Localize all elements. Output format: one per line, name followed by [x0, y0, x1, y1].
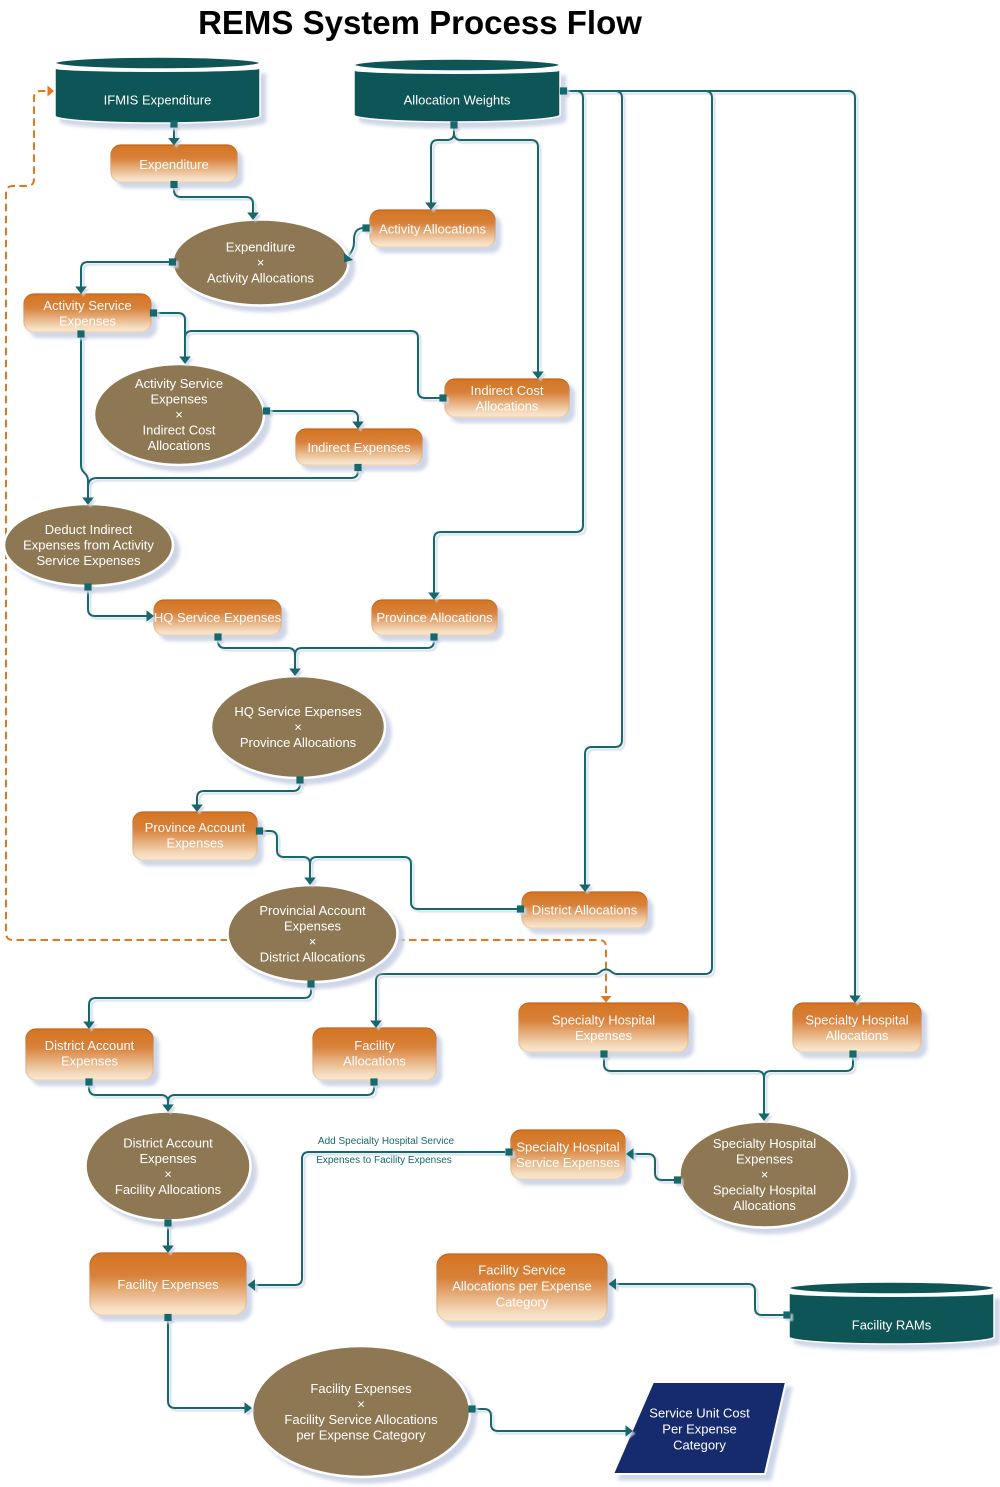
- svg-text:×: ×: [294, 720, 302, 735]
- svg-text:Facility Service Allocations: Facility Service Allocations: [284, 1412, 438, 1427]
- svg-text:REMS System Process Flow: REMS System Process Flow: [198, 4, 642, 41]
- svg-text:Allocations per Expense: Allocations per Expense: [452, 1279, 591, 1294]
- svg-text:Expenses from Activity: Expenses from Activity: [23, 538, 154, 553]
- svg-text:Allocations: Allocations: [476, 398, 539, 413]
- svg-text:Expenses: Expenses: [166, 835, 224, 850]
- svg-text:Service Unit Cost: Service Unit Cost: [649, 1406, 750, 1421]
- svg-text:Facility Expenses: Facility Expenses: [310, 1381, 412, 1396]
- svg-text:Indirect Cost: Indirect Cost: [143, 423, 216, 438]
- svg-text:×: ×: [164, 1166, 172, 1181]
- svg-text:Expenses: Expenses: [150, 392, 208, 407]
- svg-text:Expenditure: Expenditure: [226, 240, 295, 255]
- svg-text:×: ×: [175, 407, 183, 422]
- svg-text:Expenditure: Expenditure: [139, 157, 208, 172]
- svg-text:Allocations: Allocations: [343, 1053, 406, 1068]
- svg-text:Per Expense: Per Expense: [662, 1422, 736, 1437]
- svg-text:Expenses: Expenses: [736, 1152, 794, 1167]
- svg-text:×: ×: [257, 255, 265, 270]
- svg-text:Allocation Weights: Allocation Weights: [404, 93, 511, 108]
- svg-text:Specialty Hospital: Specialty Hospital: [713, 1136, 816, 1151]
- svg-text:Activity Service: Activity Service: [43, 298, 131, 313]
- svg-text:Category: Category: [673, 1438, 726, 1453]
- svg-text:Specialty Hospital: Specialty Hospital: [516, 1139, 619, 1154]
- svg-text:Province Allocations: Province Allocations: [376, 610, 493, 625]
- svg-text:Expenses: Expenses: [575, 1028, 633, 1043]
- svg-text:Facility Service: Facility Service: [478, 1263, 565, 1278]
- svg-text:Provincial Account: Provincial Account: [259, 903, 366, 918]
- svg-text:HQ Service Expenses: HQ Service Expenses: [154, 610, 282, 625]
- svg-text:×: ×: [309, 934, 317, 949]
- svg-text:IFMIS Expenditure: IFMIS Expenditure: [104, 93, 212, 108]
- svg-text:per Expense Category: per Expense Category: [296, 1427, 426, 1442]
- svg-text:Activity Allocations: Activity Allocations: [379, 222, 486, 237]
- svg-text:Allocations: Allocations: [148, 438, 211, 453]
- svg-text:Expenses to Facility Expenses: Expenses to Facility Expenses: [316, 1155, 452, 1166]
- svg-text:Activity Allocations: Activity Allocations: [207, 271, 314, 286]
- svg-text:Service Expenses: Service Expenses: [516, 1155, 621, 1170]
- svg-text:Expenses: Expenses: [139, 1151, 197, 1166]
- svg-text:Category: Category: [496, 1295, 549, 1310]
- svg-text:Activity Service: Activity Service: [135, 376, 223, 391]
- svg-text:Facility Allocations: Facility Allocations: [115, 1182, 222, 1197]
- svg-text:HQ Service Expenses: HQ Service Expenses: [234, 704, 362, 719]
- svg-text:Specialty Hospital: Specialty Hospital: [805, 1012, 908, 1027]
- svg-text:District Account: District Account: [45, 1038, 135, 1053]
- svg-text:Add Specialty Hospital Service: Add Specialty Hospital Service: [318, 1136, 455, 1147]
- svg-text:Deduct Indirect: Deduct Indirect: [45, 522, 133, 537]
- svg-text:Province Allocations: Province Allocations: [240, 735, 357, 750]
- svg-text:District Allocations: District Allocations: [260, 949, 366, 964]
- svg-text:Facility: Facility: [354, 1038, 395, 1053]
- svg-text:Indirect Expenses: Indirect Expenses: [307, 440, 411, 455]
- svg-text:Specialty Hospital: Specialty Hospital: [713, 1183, 816, 1198]
- svg-text:Expenses: Expenses: [284, 918, 342, 933]
- svg-text:Service Expenses: Service Expenses: [36, 553, 141, 568]
- svg-text:Indirect Cost: Indirect Cost: [471, 383, 544, 398]
- svg-text:Expenses: Expenses: [59, 313, 117, 328]
- svg-text:District Account: District Account: [123, 1135, 213, 1150]
- svg-text:Facility RAMs: Facility RAMs: [852, 1318, 932, 1333]
- svg-text:×: ×: [761, 1167, 769, 1182]
- svg-text:Expenses: Expenses: [61, 1053, 119, 1068]
- svg-text:Province Account: Province Account: [145, 820, 246, 835]
- svg-text:Allocations: Allocations: [733, 1198, 796, 1213]
- svg-text:Facility Expenses: Facility Expenses: [117, 1277, 219, 1292]
- svg-text:Specialty Hospital: Specialty Hospital: [552, 1012, 655, 1027]
- svg-text:×: ×: [357, 1396, 365, 1411]
- svg-text:District Allocations: District Allocations: [532, 903, 638, 918]
- svg-text:Allocations: Allocations: [826, 1028, 889, 1043]
